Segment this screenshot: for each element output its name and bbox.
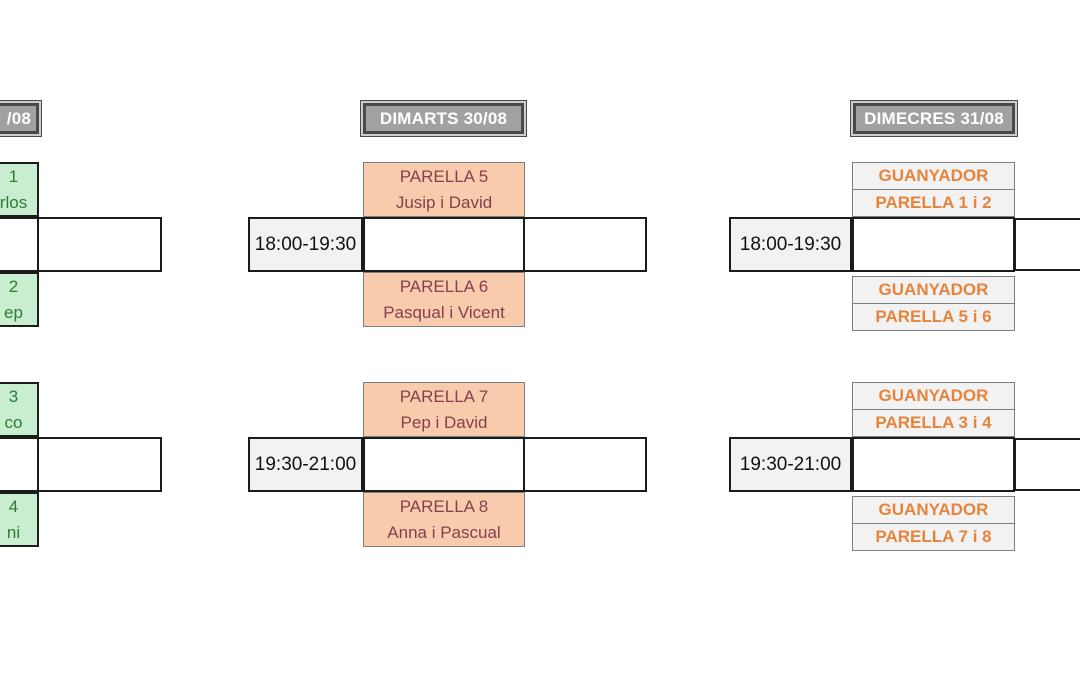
- pair-players-line: co: [4, 412, 23, 432]
- pair-name-line: 1: [8, 166, 19, 186]
- pair-cell-left-4: 4 ni: [0, 492, 39, 547]
- match-slot-dimecres-2: [852, 437, 1015, 492]
- match-slot-dimarts-2: [363, 437, 525, 492]
- winner-cell-parella-7-8: GUANYADOR PARELLA 7 i 8: [852, 496, 1015, 551]
- time-cell-dimarts-1: 18:00-19:30: [248, 217, 363, 272]
- pair-players-line: rlos: [0, 192, 28, 212]
- day-header-left: /08: [0, 103, 39, 134]
- time-label: 19:30-21:00: [254, 453, 357, 475]
- pair-players-line: ep: [4, 302, 23, 322]
- pair-cell-parella-7: PARELLA 7 Pep i David: [363, 382, 525, 437]
- advance-slot-dimecres-2: [1014, 438, 1080, 491]
- winner-cell-parella-1-2: GUANYADOR PARELLA 1 i 2: [852, 162, 1015, 217]
- pair-cell-parella-5: PARELLA 5 Jusip i David: [363, 162, 525, 217]
- winner-label: GUANYADOR: [878, 280, 989, 299]
- match-slot-left-2: [0, 437, 39, 492]
- pair-name-line: 3: [8, 386, 19, 406]
- pair-name-line: PARELLA 8: [399, 496, 489, 516]
- match-slot-left-1: [0, 217, 39, 272]
- time-label: 18:00-19:30: [254, 233, 357, 255]
- time-cell-dimarts-2: 19:30-21:00: [248, 437, 363, 492]
- advance-slot-dimarts-2: [523, 437, 647, 492]
- match-slot-dimarts-1: [363, 217, 525, 272]
- pair-players-line: Pep i David: [400, 412, 488, 432]
- winner-label: GUANYADOR: [878, 500, 989, 519]
- winner-source-label: PARELLA 1 i 2: [853, 189, 1014, 216]
- pair-name-line: 4: [8, 496, 19, 516]
- pair-name-line: PARELLA 5: [399, 166, 489, 186]
- winner-cell-parella-5-6: GUANYADOR PARELLA 5 i 6: [852, 276, 1015, 331]
- time-label: 19:30-21:00: [739, 453, 842, 475]
- winner-cell-parella-3-4: GUANYADOR PARELLA 3 i 4: [852, 382, 1015, 437]
- day-header-dimarts: DIMARTS 30/08: [363, 103, 524, 134]
- winner-label: GUANYADOR: [878, 166, 989, 185]
- match-slot-dimecres-1: [852, 217, 1015, 272]
- pair-cell-left-3: 3 co: [0, 382, 39, 437]
- winner-source-label: PARELLA 7 i 8: [853, 523, 1014, 550]
- time-label: 18:00-19:30: [739, 233, 842, 255]
- pair-cell-left-1: 1 rlos: [0, 162, 39, 217]
- day-header-left-label: /08: [6, 108, 31, 128]
- pair-name-line: 2: [8, 276, 19, 296]
- advance-slot-left-2: [37, 437, 162, 492]
- winner-label: GUANYADOR: [878, 386, 989, 405]
- winner-source-label: PARELLA 3 i 4: [853, 409, 1014, 436]
- pair-name-line: PARELLA 7: [399, 386, 489, 406]
- day-header-dimecres-label: DIMECRES 31/08: [864, 108, 1004, 128]
- advance-slot-left-1: [37, 217, 162, 272]
- pair-players-line: Anna i Pascual: [387, 522, 501, 542]
- pair-players-line: Jusip i David: [395, 192, 493, 212]
- advance-slot-dimarts-1: [523, 217, 647, 272]
- pair-name-line: PARELLA 6: [399, 276, 489, 296]
- day-header-dimecres: DIMECRES 31/08: [853, 103, 1015, 134]
- winner-source-label: PARELLA 5 i 6: [853, 303, 1014, 330]
- day-header-dimarts-label: DIMARTS 30/08: [379, 108, 508, 128]
- pair-cell-left-2: 2 ep: [0, 272, 39, 327]
- time-cell-dimecres-1: 18:00-19:30: [729, 217, 852, 272]
- pair-players-line: ni: [6, 522, 21, 542]
- pair-cell-parella-6: PARELLA 6 Pasqual i Vicent: [363, 272, 525, 327]
- time-cell-dimecres-2: 19:30-21:00: [729, 437, 852, 492]
- advance-slot-dimecres-1: [1014, 218, 1080, 271]
- pair-cell-parella-8: PARELLA 8 Anna i Pascual: [363, 492, 525, 547]
- pair-players-line: Pasqual i Vicent: [383, 302, 505, 322]
